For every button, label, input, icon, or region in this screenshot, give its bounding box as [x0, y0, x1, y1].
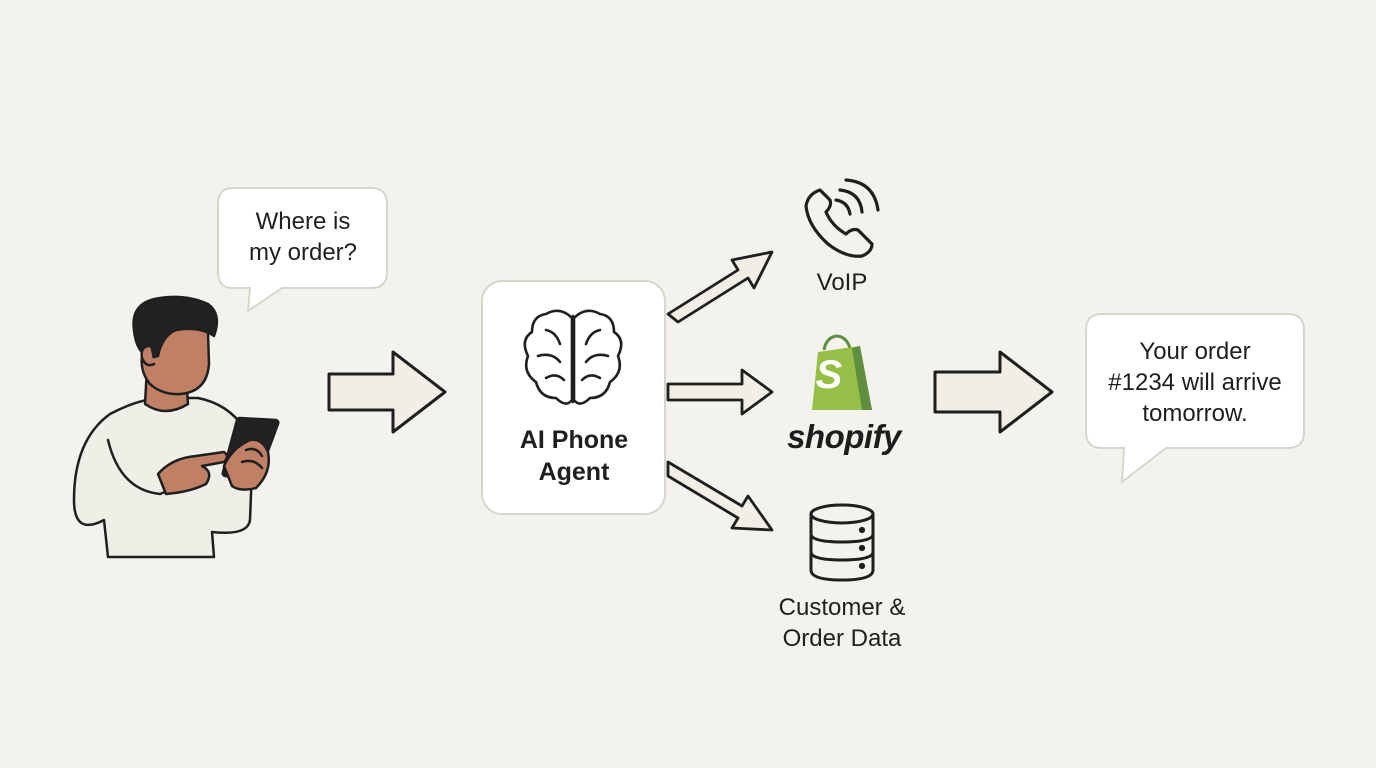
- shopify-wordmark: shopify: [787, 418, 901, 455]
- answer-speech-bubble: [1085, 313, 1305, 485]
- question-speech-bubble: [217, 187, 388, 314]
- answer-text: Your order #1234 will arrive tomorrow.: [1108, 338, 1282, 427]
- arrow-agent-to-shopify: [666, 368, 774, 416]
- person-arm-right: [106, 438, 196, 496]
- voip-label: VoIP: [816, 269, 868, 296]
- arrow-agent-to-database: [666, 460, 774, 532]
- person-illustration: [72, 295, 280, 559]
- person-pointing-hand: [156, 450, 229, 496]
- arrow-agent-to-voip: [666, 250, 774, 324]
- agent-label: AI Phone Agent: [519, 426, 629, 486]
- arrow-to-answer: [933, 350, 1054, 434]
- question-text: Where is my order?: [248, 208, 358, 266]
- phone-signal-icon: [804, 178, 880, 258]
- arrow-person-to-agent: [327, 350, 447, 434]
- shopify-logo-letter: S: [815, 353, 843, 397]
- shopify-bag-icon: [812, 334, 872, 410]
- person-ear: [140, 344, 156, 367]
- database-icon: [809, 503, 875, 582]
- brain-icon: [523, 309, 623, 405]
- database-label: Customer & Order Data: [778, 594, 906, 652]
